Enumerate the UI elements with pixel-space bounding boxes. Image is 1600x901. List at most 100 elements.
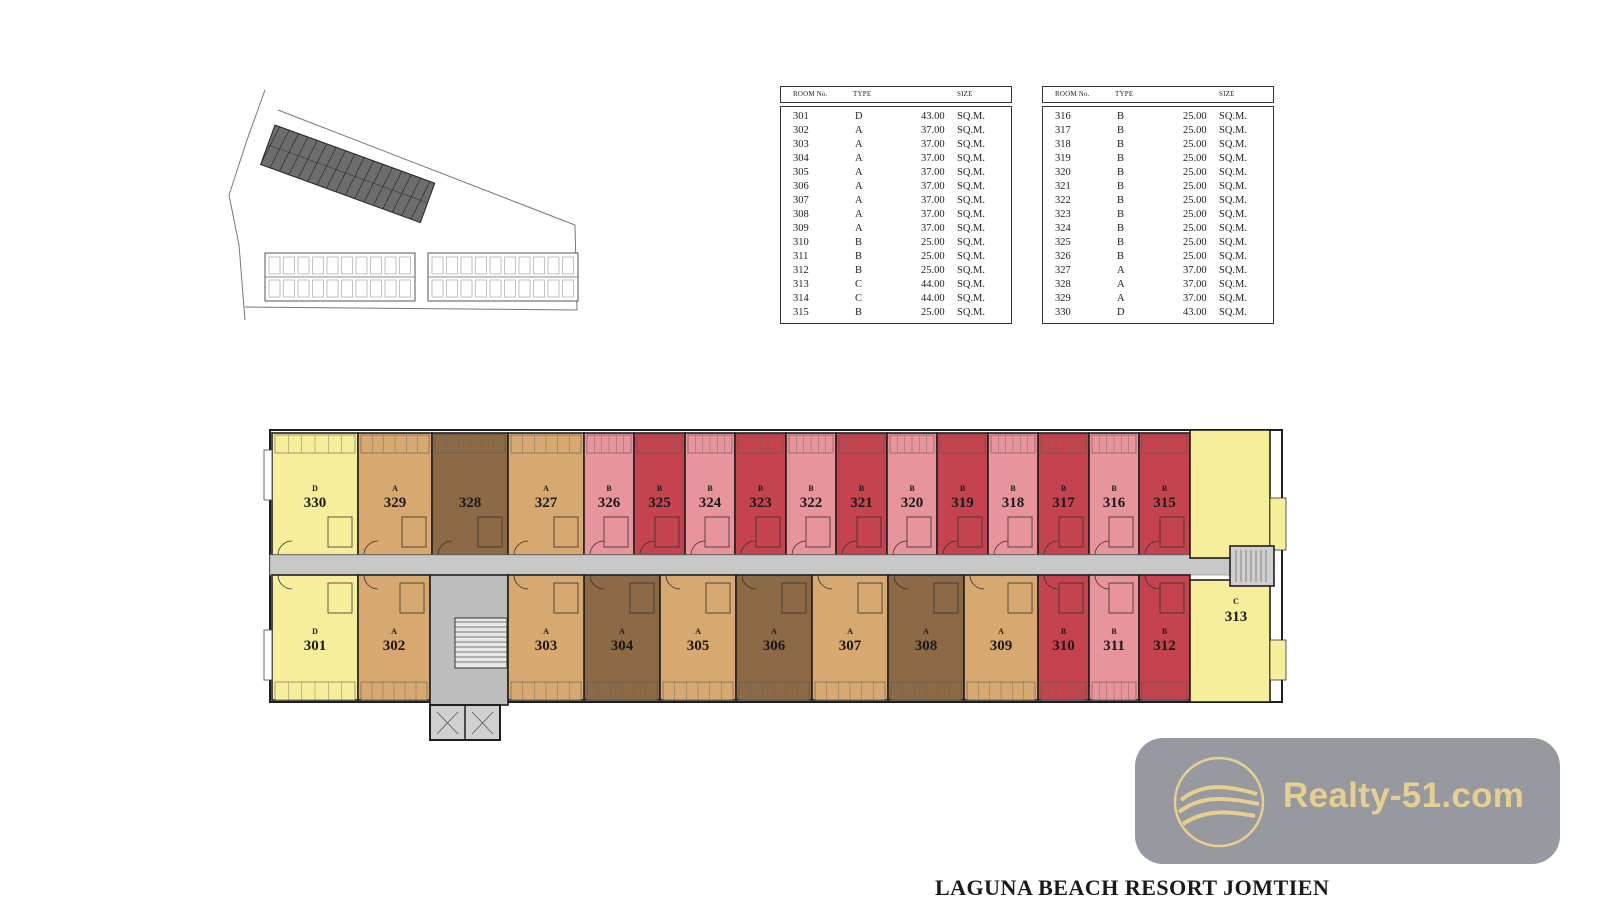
cell-unit: SQ.M. [1219, 265, 1248, 276]
table-header: ROOM No. TYPE SIZE [780, 86, 1012, 103]
cell-unit: SQ.M. [1219, 307, 1248, 318]
bathroom [705, 582, 731, 614]
balcony [662, 681, 734, 701]
bathroom [906, 516, 932, 548]
balcony [274, 434, 356, 454]
room-number-label: 307 [839, 638, 862, 654]
cell-type: B [1117, 251, 1125, 262]
door-swing [1094, 574, 1110, 590]
room-number-label: 325 [648, 495, 671, 511]
bathroom [477, 516, 503, 548]
cell-room-no: 310 [793, 237, 809, 248]
cell-room-no: 322 [1055, 195, 1071, 206]
cell-unit: SQ.M. [1219, 153, 1248, 164]
cell-size: 37.00 [921, 209, 945, 220]
cell-type: B [855, 237, 863, 248]
door-swing [969, 574, 985, 590]
cell-room-no: 306 [793, 181, 809, 192]
cell-unit: SQ.M. [1219, 181, 1248, 192]
cell-size: 25.00 [921, 265, 945, 276]
room-type-label: B [758, 484, 764, 493]
header-type: TYPE [853, 90, 872, 98]
room-number-label: 316 [1103, 495, 1126, 511]
cell-room-no: 305 [793, 167, 809, 178]
room-number-label: 317 [1052, 495, 1075, 511]
balcony [586, 434, 632, 454]
room-number-label: 315 [1153, 495, 1176, 511]
cell-room-no: 328 [1055, 279, 1071, 290]
bathroom [805, 516, 831, 548]
cell-room-no: 312 [793, 265, 809, 276]
balcony [586, 681, 658, 701]
header-type: TYPE [1115, 90, 1134, 98]
cell-type: B [1117, 139, 1125, 150]
room-type-label: B [960, 484, 966, 493]
site-plan-thumbnail [228, 89, 579, 321]
room-type-label: A [923, 627, 929, 636]
room-type-label: B [1111, 484, 1117, 493]
balcony [1141, 681, 1188, 701]
cell-type: A [855, 209, 863, 220]
door-swing [817, 574, 833, 590]
cell-room-no: 308 [793, 209, 809, 220]
project-title: LAGUNA BEACH RESORT JOMTIEN [935, 875, 1330, 900]
bathroom [603, 516, 629, 548]
bathroom [401, 516, 427, 548]
cell-size: 25.00 [1183, 139, 1207, 150]
cell-unit: SQ.M. [957, 237, 986, 248]
room-type-label: B [808, 484, 814, 493]
cell-unit: SQ.M. [957, 111, 986, 122]
door-swing [1144, 540, 1160, 556]
room-number-label: 326 [598, 495, 621, 511]
cell-unit: SQ.M. [1219, 223, 1248, 234]
end-wing [1189, 429, 1287, 703]
room-type-label: A [392, 484, 398, 493]
cell-room-no: 324 [1055, 223, 1071, 234]
cell-size: 37.00 [921, 181, 945, 192]
bathroom [1108, 582, 1134, 614]
room-type-label: A [543, 484, 549, 493]
header-size: SIZE [1219, 90, 1235, 98]
room-316[interactable]: B 316 [1088, 432, 1140, 556]
cell-type: C [855, 279, 863, 290]
watermark-badge: Realty-51.com [1135, 738, 1560, 864]
site-building-left [264, 252, 416, 302]
bathroom [1159, 582, 1185, 614]
bathroom [755, 516, 781, 548]
room-328[interactable]: 328 [431, 432, 509, 556]
